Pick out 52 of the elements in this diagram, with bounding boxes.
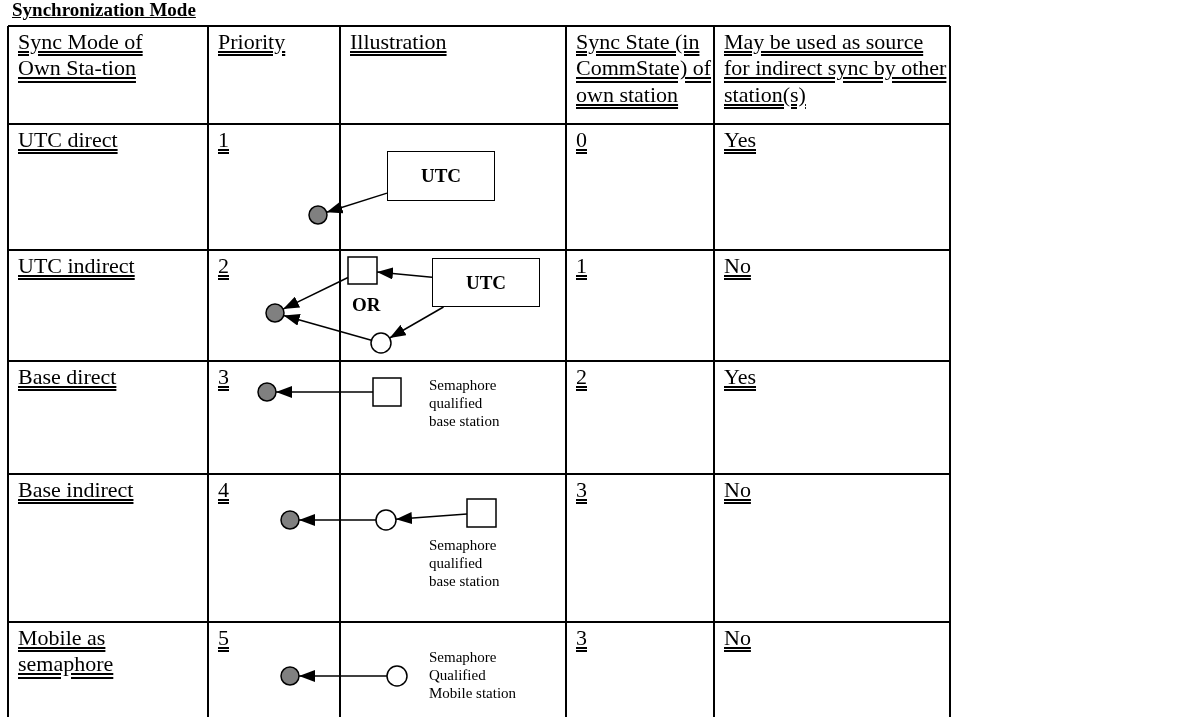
station-caption: Semaphore Qualified Mobile station [429,648,518,702]
or-label: OR [352,294,381,316]
table-cell-text: No [724,253,752,280]
station-caption: Semaphore qualified base station [429,376,501,430]
table-cell-text: Base indirect [18,477,135,504]
station-square [372,377,402,407]
arrow [298,670,388,682]
table-cell-text: UTC direct [18,127,119,154]
table-cell-text: 1 [576,253,588,280]
arrow [325,192,388,214]
source-box: UTC [432,258,540,307]
table-cell-text: Base direct [18,364,118,391]
table-cell-text: 3 [218,364,230,391]
arrow [376,267,433,280]
column-header: Sync Mode of Own Sta-tion [18,29,144,82]
arrow [298,514,377,526]
table-cell-text: Mobile as semaphore [18,625,115,678]
own-station-circle [257,382,277,402]
table-cell-text: 1 [218,127,230,154]
station-square [466,498,497,528]
table-cell-text: Yes [724,364,757,391]
arrow [282,276,349,310]
own-station-circle [280,666,300,686]
column-header: Illustration [350,29,448,56]
source-box: UTC [387,151,495,201]
table-cell-text: Yes [724,127,757,154]
table-cell-text: UTC indirect [18,253,136,280]
station-circle [370,332,392,354]
own-station-circle [308,205,328,225]
own-station-circle [265,303,285,323]
station-circle [375,509,397,531]
arrow [282,314,373,342]
table-cell-text: 3 [576,477,588,504]
arrow [388,306,445,339]
column-header: May be used as source for indirect sync by other station(s) [724,29,948,109]
table-cell-text: 3 [576,625,588,652]
station-circle [386,665,408,687]
table-cell-text: No [724,625,752,652]
arrow [275,386,374,398]
table-title: Synchronization Mode [12,0,196,21]
table-cell-text: 0 [576,127,588,154]
arrow [395,512,468,525]
own-station-circle [280,510,300,530]
station-caption: Semaphore qualified base station [429,536,501,590]
table-cell-text: 2 [576,364,588,391]
column-header: Sync State (in CommState) of own station [576,29,712,109]
table-cell-text: No [724,477,752,504]
table-cell-text: 5 [218,625,230,652]
station-square [347,256,378,285]
column-header: Priority [218,29,287,56]
table-cell-text: 2 [218,253,230,280]
table-cell-text: 4 [218,477,230,504]
